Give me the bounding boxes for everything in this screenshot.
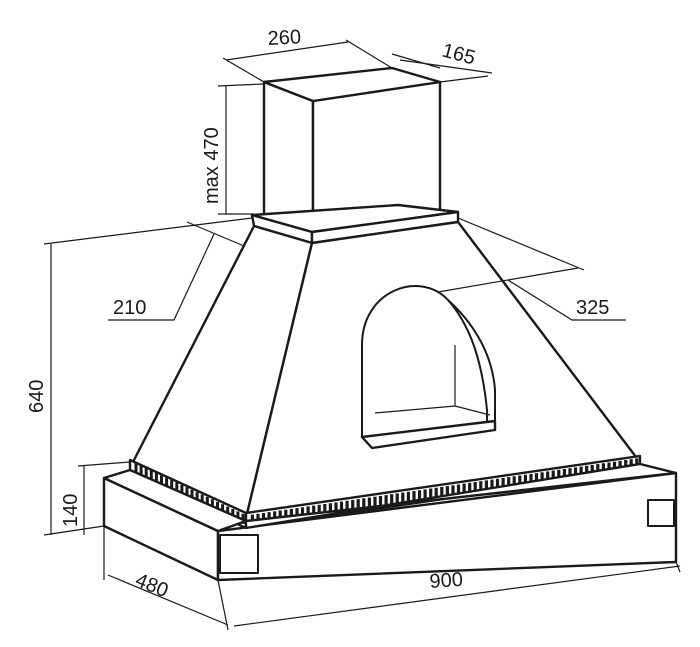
dentil-tooth: [221, 504, 225, 515]
dentil-tooth: [200, 494, 204, 505]
dentil-tooth: [573, 467, 578, 478]
dentil-tooth: [507, 477, 511, 488]
dentil-tooth: [607, 462, 611, 473]
dentil-tooth: [216, 501, 219, 512]
dentil-tooth: [306, 506, 310, 517]
dentil-tooth: [205, 496, 209, 507]
dentil-tooth: [367, 497, 371, 508]
dentil-tooth: [362, 498, 366, 509]
dim-canopy-depth-top: 210: [113, 297, 146, 319]
arch-opening: [360, 285, 497, 450]
dentil-tooth: [473, 482, 477, 492]
dentil-tooth: [144, 468, 148, 478]
dentil-tooth: [585, 465, 589, 476]
dentil-tooth: [579, 466, 583, 477]
dentil-tooth: [323, 504, 327, 514]
dentil-tooth: [160, 475, 163, 486]
dentil-tooth: [479, 481, 483, 492]
dim-chimney-depth: 165: [440, 40, 478, 70]
dentil-tooth: [451, 485, 455, 496]
dentil-tooth: [267, 512, 271, 523]
dentil-tooth: [423, 489, 427, 500]
dentil-tooth: [384, 495, 388, 506]
dentil-tooth: [484, 480, 488, 491]
dim-chimney-width: 260: [267, 26, 301, 50]
dim-base-depth: 480: [132, 569, 171, 602]
dentil-tooth: [149, 470, 153, 481]
dentil-tooth: [278, 510, 282, 521]
dentil-tooth: [334, 502, 338, 513]
dim-base-height: 140: [60, 494, 82, 527]
dentil-tooth: [175, 482, 179, 493]
dentil-tooth: [139, 465, 143, 476]
dentil-tooth: [546, 471, 550, 482]
dentil-tooth: [289, 508, 293, 519]
dim-chimney-height: max 470: [201, 127, 223, 204]
dentil-tooth: [351, 499, 355, 510]
dentil-tooth: [356, 499, 360, 510]
dentil-tooth: [440, 486, 444, 497]
dentil-tooth: [412, 491, 416, 501]
dentil-tooth: [210, 499, 214, 510]
dentil-tooth: [568, 468, 572, 479]
dentil-tooth: [629, 459, 633, 470]
dentil-tooth: [529, 473, 533, 484]
dentil-tooth: [417, 490, 422, 501]
dentil-tooth: [445, 486, 449, 497]
dentil-tooth: [295, 508, 299, 519]
dentil-tooth: [406, 491, 410, 502]
dentil-tooth: [429, 488, 433, 499]
dentil-tooth: [618, 460, 622, 471]
dentil-tooth: [590, 464, 594, 475]
dentil-tooth: [434, 487, 438, 498]
base-box: [102, 462, 678, 582]
dentil-tooth: [190, 489, 194, 500]
dentil-tooth: [180, 484, 184, 495]
dentil-tooth: [596, 464, 600, 475]
dentil-tooth: [562, 469, 566, 479]
dentil-tooth: [185, 487, 189, 498]
dentil-tooth: [154, 472, 158, 483]
dentil-tooth: [226, 506, 230, 517]
dentil-tooth: [495, 478, 500, 489]
dentil-tooth: [373, 496, 377, 507]
dentil-tooth: [624, 460, 628, 470]
dentil-tooth: [468, 482, 472, 493]
dentil-tooth: [501, 477, 505, 488]
dentil-tooth: [345, 500, 349, 511]
dentil-tooth: [456, 484, 461, 495]
dentil-tooth: [462, 483, 466, 494]
dim-arch-depth: 325: [576, 297, 609, 319]
dentil-tooth: [134, 463, 138, 474]
dentil-tooth: [557, 469, 561, 480]
dentil-tooth: [300, 507, 305, 518]
dentil-tooth: [312, 505, 316, 516]
dentil-tooth: [165, 477, 169, 488]
dentil-tooth: [395, 493, 399, 504]
dentil-tooth: [518, 475, 522, 486]
dentil-tooth: [195, 492, 199, 503]
dim-total-width: 900: [429, 569, 464, 593]
dentil-tooth: [284, 509, 288, 520]
dentil-tooth: [339, 501, 344, 512]
dentil-tooth: [328, 503, 332, 514]
dentil-tooth: [601, 463, 605, 474]
dentil-tooth: [378, 495, 383, 506]
dentil-tooth: [612, 461, 617, 472]
dentil-tooth: [490, 479, 494, 490]
dentil-tooth: [390, 494, 394, 505]
chimney: [262, 66, 442, 236]
dentil-tooth: [540, 472, 544, 483]
dentil-tooth: [401, 492, 405, 503]
dim-total-height: 640: [26, 380, 48, 413]
dentil-tooth: [170, 480, 174, 491]
dentil-tooth: [512, 476, 516, 487]
dimension-lines: [43, 39, 681, 631]
dentil-tooth: [273, 511, 277, 522]
dentil-tooth: [523, 474, 527, 485]
dentil-tooth: [317, 504, 321, 515]
dentil-tooth: [534, 473, 539, 484]
dentil-tooth: [551, 470, 555, 481]
